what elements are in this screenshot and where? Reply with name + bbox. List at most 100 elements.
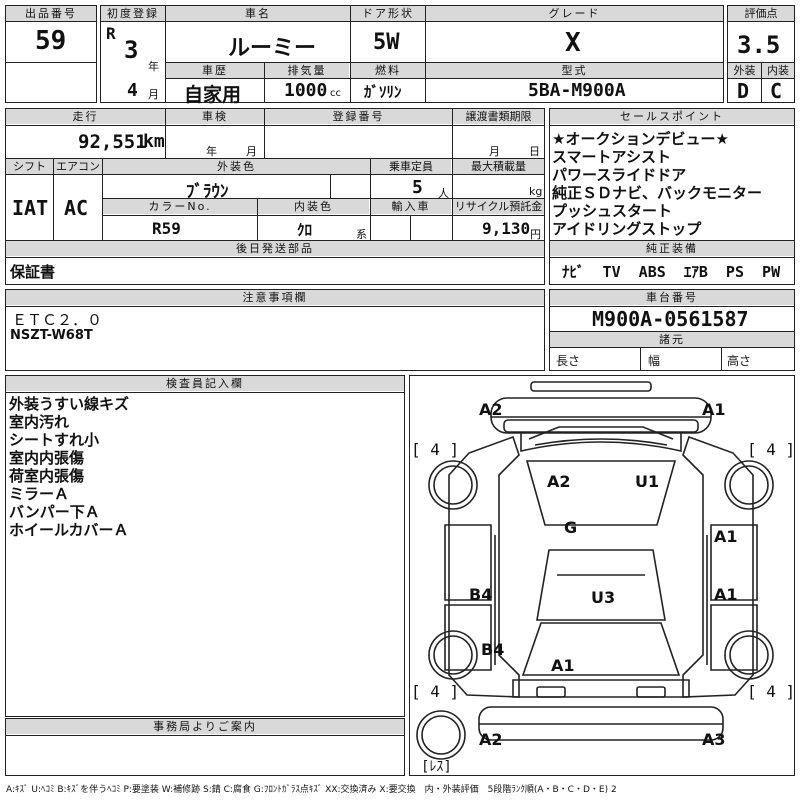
first-reg-month-unit: 月 <box>148 88 159 101</box>
sales-point: スマートアシスト <box>552 148 671 166</box>
label-right-fender: A1 <box>714 527 738 546</box>
int-color-unit: 系 <box>356 228 367 241</box>
label-rear-right: A3 <box>702 730 726 749</box>
chassis-box <box>549 289 795 371</box>
mileage-header: 走行 <box>6 109 165 124</box>
spec-width: 幅 <box>648 354 661 368</box>
interior-score: C <box>770 79 783 103</box>
diagram-box <box>409 375 795 776</box>
import-header: 輸入車 <box>371 199 451 214</box>
notes-header: 注意事項欄 <box>6 290 544 305</box>
spare-tire: [ﾚｽ] <box>421 759 452 775</box>
exterior-score: D <box>737 79 750 103</box>
car-diagram: A2 A1 A2 U1 G A1 A1 B4 U3 B4 A1 A2 A3 [ … <box>411 381 795 775</box>
recycle-fee: 9,130 <box>482 219 531 238</box>
max-load-unit: kg <box>529 185 543 198</box>
equipment-header: 純正装備 <box>550 241 794 256</box>
recycle-header: リサイクル預託金 <box>453 199 544 214</box>
tire-front-left: [ 4 ] <box>411 440 459 459</box>
displacement: 1000 <box>284 80 328 101</box>
first-reg-header: 初度登録 <box>101 6 165 21</box>
score-header: 評価点 <box>728 6 794 21</box>
label-front-right: A1 <box>702 400 726 419</box>
fuel: ｶﾞｿﾘﾝ <box>364 83 402 101</box>
first-reg-year: 3 <box>124 36 139 64</box>
inspector-item: 外装うすい線キズ <box>9 395 130 413</box>
interior-header: 内装 <box>762 63 794 78</box>
mileage-unit: km <box>143 131 165 152</box>
label-left-rear: B4 <box>481 640 504 659</box>
max-load-header: 最大積載量 <box>453 159 544 174</box>
inspector-item: シートすれ小 <box>9 431 100 449</box>
later-parts-header: 後日発送部品 <box>6 241 544 256</box>
inspection-header: 車検 <box>166 109 264 124</box>
label-hood: A2 <box>547 472 571 491</box>
info-box <box>5 108 545 285</box>
inspector-item: 室内内張傷 <box>9 449 85 467</box>
door-type: 5W <box>373 30 400 55</box>
transfer-day-unit: 日 <box>529 145 540 158</box>
lot-header: 出品番号 <box>6 6 96 21</box>
sales-point: プッシュスタート <box>552 202 673 220</box>
legend: A:ｷｽﾞ U:ﾍｺﾐ B:ｷｽﾞを伴うﾍｺﾐ P:要塗装 W:補修跡 S:錆 … <box>6 785 617 795</box>
shift-header: シフト <box>6 159 53 174</box>
aircon-header: エアコン <box>54 159 102 174</box>
inspector-item: バンパー下Ａ <box>9 503 100 521</box>
label-left-door: B4 <box>469 585 492 604</box>
label-front-glass: G <box>564 518 577 537</box>
displacement-unit: cc <box>330 88 341 99</box>
inspector-list: 外装うすい線キズ 室内汚れ シートすれ小 室内内張傷 荷室内張傷 ミラーＡ バン… <box>9 395 129 539</box>
int-color: ｸﾛ <box>297 221 313 239</box>
sales-point: 純正ＳＤナビ、バックモニター <box>552 184 763 202</box>
ext-color-header: 外装色 <box>103 159 370 174</box>
inspector-box <box>5 375 405 717</box>
ext-color: ﾌﾞﾗｳﾝ <box>186 182 229 202</box>
aircon: AC <box>64 196 89 220</box>
recycle-unit: 円 <box>530 228 541 241</box>
equipment: ﾅﾋﾞ TV ABS ｴｱB PS PW <box>562 263 781 281</box>
lot-box <box>5 5 97 103</box>
color-no: R59 <box>152 219 181 238</box>
model-code: 5BA-M900A <box>528 80 626 101</box>
door-header: ドア形状 <box>351 6 425 21</box>
label-rear: A1 <box>551 656 575 675</box>
capacity-header: 乗車定員 <box>371 159 451 174</box>
model-header: 型式 <box>426 63 723 78</box>
score-value: 3.5 <box>737 31 781 59</box>
displacement-header: 排気量 <box>265 63 349 78</box>
later-parts: 保証書 <box>10 263 56 281</box>
first-reg-year-unit: 年 <box>148 60 159 73</box>
transfer-header: 譲渡書類期限 <box>453 109 544 124</box>
history: 自家用 <box>184 84 242 106</box>
label-right-door: A1 <box>714 585 738 604</box>
chassis-number: M900A-0561587 <box>592 307 749 331</box>
transfer-month-unit: 月 <box>489 145 500 158</box>
chassis-header: 車台番号 <box>550 290 794 305</box>
int-color-header: 内装色 <box>258 199 369 214</box>
sales-header: セールスポイント <box>550 109 794 124</box>
label-rear-left: A2 <box>479 730 503 749</box>
label-roof: U3 <box>591 588 615 607</box>
mileage: 92,551 <box>78 131 147 153</box>
notes-box <box>5 289 545 371</box>
fuel-header: 燃料 <box>351 63 425 78</box>
label-front-left: A2 <box>479 400 503 419</box>
exterior-header: 外装 <box>728 63 761 78</box>
inspector-item: ホイールカバーＡ <box>9 521 129 539</box>
capacity-unit: 人 <box>438 187 449 200</box>
notes-line-2: NSZT-W68T <box>10 328 93 343</box>
inspector-item: 荷室内張傷 <box>9 467 85 485</box>
lot-number: 59 <box>35 26 67 56</box>
sales-point: アイドリングストップ <box>552 220 702 238</box>
first-reg-era: R <box>106 24 116 43</box>
office-header: 事務局よりご案内 <box>6 719 404 734</box>
registration-header: 登録番号 <box>265 109 452 124</box>
car-name: ルーミー <box>228 36 317 61</box>
car-name-header: 車名 <box>166 6 350 21</box>
capacity: 5 <box>412 177 423 198</box>
inspection-year-unit: 年 <box>206 145 217 158</box>
sales-box <box>549 108 795 285</box>
inspector-header: 検査員記入欄 <box>6 376 404 391</box>
shift: IAT <box>12 196 49 220</box>
color-no-header: カラーNo. <box>103 199 257 214</box>
